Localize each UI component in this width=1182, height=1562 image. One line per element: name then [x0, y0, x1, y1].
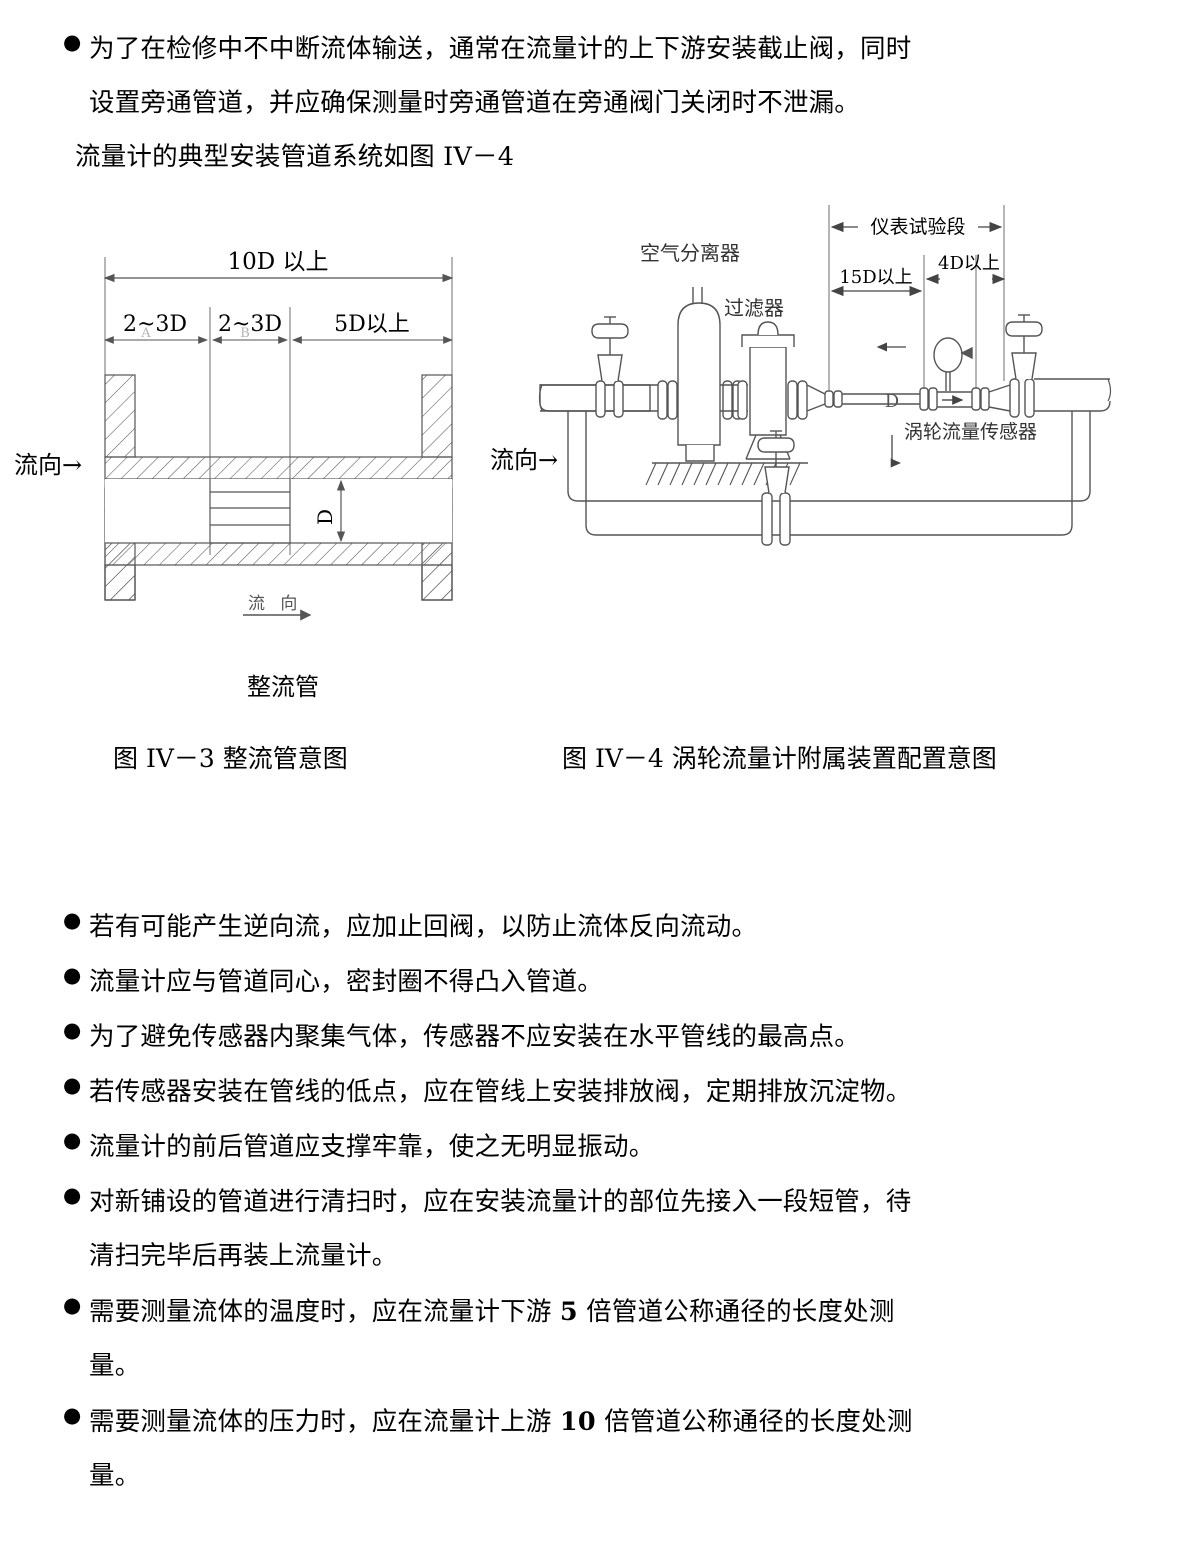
bullet-marker: [63, 22, 89, 53]
flange-left-lower-2: [104, 564, 136, 601]
label-turbine-sensor: 涡轮流量传感器: [904, 421, 1037, 443]
bullet-8-line1-a: 需要测量流体的压力时，应在流量计上游: [89, 1407, 560, 1437]
bullet-6-line1: 对新铺设的管道进行清扫时，应在安装流量计的部位先接入一段短管，待: [89, 1187, 912, 1217]
top-paragraph-line1: 为了在检修中不中断流体输送，通常在流量计的上下游安装截止阀，同时: [89, 34, 912, 64]
dim-seg2-label: 2~3D: [218, 312, 282, 337]
dim-seg1-mark: A: [140, 326, 151, 341]
label-air-separator: 空气分离器: [640, 241, 740, 265]
inner-flow-label: 流 向: [248, 594, 302, 614]
bullet-4-line1: 若传感器安装在管线的低点，应在管线上安装排放阀，定期排放沉淀物。: [89, 1077, 912, 1107]
bullet-7-line1-b: 倍管道公称通径的长度处测: [577, 1297, 895, 1327]
bullet-item-3: 为了避免传感器内聚集气体，传感器不应安装在水平管线的最高点。: [63, 1010, 1123, 1064]
diameter-label: D: [313, 509, 337, 525]
bullet-8-line1: 需要测量流体的压力时，应在流量计上游 10 倍管道公称通径的长度处测: [89, 1395, 1099, 1449]
bullet-item-4: 若传感器安装在管线的低点，应在管线上安装排放阀，定期排放沉淀物。: [63, 1065, 1123, 1119]
bullet-7-line2: 量。: [89, 1351, 141, 1381]
bullet-3-line1: 为了避免传感器内聚集气体，传感器不应安装在水平管线的最高点。: [89, 1022, 861, 1052]
bullet-6-line2: 清扫完毕后再装上流量计。: [89, 1241, 398, 1271]
bullet-5-line1: 流量计的前后管道应支撑牢靠，使之无明显振动。: [89, 1132, 655, 1162]
figure-iv4-drawing: 仪表试验段 15D以上 4D以上 D 空气分离器 过滤器 涡轮流量传感器: [538, 205, 1112, 546]
flange-right-lower-2: [421, 564, 453, 601]
top-paragraph-line3: 流量计的典型安装管道系统如图 IV－4: [75, 142, 515, 172]
figure-iv4-flow-label: 流向→: [490, 446, 559, 474]
dim-test-section-label: 仪表试验段: [870, 216, 965, 238]
dim-seg2-mark: B: [240, 326, 250, 341]
figure-iv4-diameter-label: D: [885, 391, 899, 412]
figure-iv3-flow-label: 流向→: [14, 451, 83, 479]
bullet-marker: [63, 900, 89, 931]
bullet-item-6: 对新铺设的管道进行清扫时，应在安装流量计的部位先接入一段短管，待 清扫完毕后再装…: [63, 1175, 1123, 1283]
dim-total-label: 10D 以上: [227, 249, 328, 275]
bullet-7-line1: 需要测量流体的温度时，应在流量计下游 5 倍管道公称通径的长度处测: [89, 1285, 1099, 1339]
bullet-item-5: 流量计的前后管道应支撑牢靠，使之无明显振动。: [63, 1120, 1123, 1174]
label-filter: 过滤器: [724, 296, 784, 320]
bullet-8-number: 10: [559, 1407, 596, 1437]
bullet-item-7: 需要测量流体的温度时，应在流量计下游 5 倍管道公称通径的长度处测 量。: [63, 1285, 1123, 1393]
bullet-item-2: 流量计应与管道同心，密封圈不得凸入管道。: [63, 955, 1123, 1009]
pipe-wall-top: [104, 456, 453, 480]
bullet-marker: [63, 1285, 89, 1316]
bullet-marker: [63, 1010, 89, 1041]
pipe-wall-lower: [104, 542, 453, 566]
flange-right-upper: [421, 374, 453, 458]
figure-iv4-caption: 图 IV－4 涡轮流量计附属装置配置意图: [562, 744, 997, 773]
dim-seg3-label: 5D以上: [334, 312, 410, 337]
bullet-item-1: 若有可能产生逆向流，应加止回阀，以防止流体反向流动。: [63, 900, 1123, 954]
bullet-marker: [63, 1175, 89, 1206]
bullet-8-line2: 量。: [89, 1461, 141, 1491]
bullet-marker: [63, 955, 89, 986]
bullet-7-number: 5: [559, 1297, 578, 1327]
figures-region: 10D 以上 2~3D A 2~3D B 5D以上: [0, 195, 1182, 775]
top-paragraph-line2: 设置旁通管道，并应确保测量时旁通管道在旁通阀门关闭时不泄漏。: [89, 88, 861, 118]
bullet-marker: [63, 1395, 89, 1426]
bullet-7-line1-a: 需要测量流体的温度时，应在流量计下游: [89, 1297, 560, 1327]
bullet-2-line1: 流量计应与管道同心，密封圈不得凸入管道。: [89, 967, 604, 997]
figure-iv3-drawing: 10D 以上 2~3D A 2~3D B 5D以上: [103, 249, 454, 621]
figure-iv3-caption: 图 IV－3 整流管意图: [113, 744, 348, 773]
bullet-1-line1: 若有可能产生逆向流，应加止回阀，以防止流体反向流动。: [89, 912, 758, 942]
bullet-marker: [63, 1065, 89, 1096]
dim-seg1-label: 2~3D: [123, 312, 187, 337]
dim-15d-label: 15D以上: [839, 267, 912, 288]
bullet-marker: [63, 1120, 89, 1151]
bullet-item-8: 需要测量流体的压力时，应在流量计上游 10 倍管道公称通径的长度处测 量。: [63, 1395, 1123, 1503]
straightener-bundle: [209, 479, 291, 544]
flange-left-upper: [104, 374, 136, 458]
dim-4d-label: 4D以上: [938, 253, 1000, 274]
top-paragraph: 为了在检修中不中断流体输送，通常在流量计的上下游安装截止阀，同时 设置旁通管道，…: [63, 22, 1123, 184]
bullet-8-line1-b: 倍管道公称通径的长度处测: [595, 1407, 913, 1437]
inlet-pipe: [539, 384, 651, 412]
figure-iv3-inner-title: 整流管: [247, 673, 319, 701]
